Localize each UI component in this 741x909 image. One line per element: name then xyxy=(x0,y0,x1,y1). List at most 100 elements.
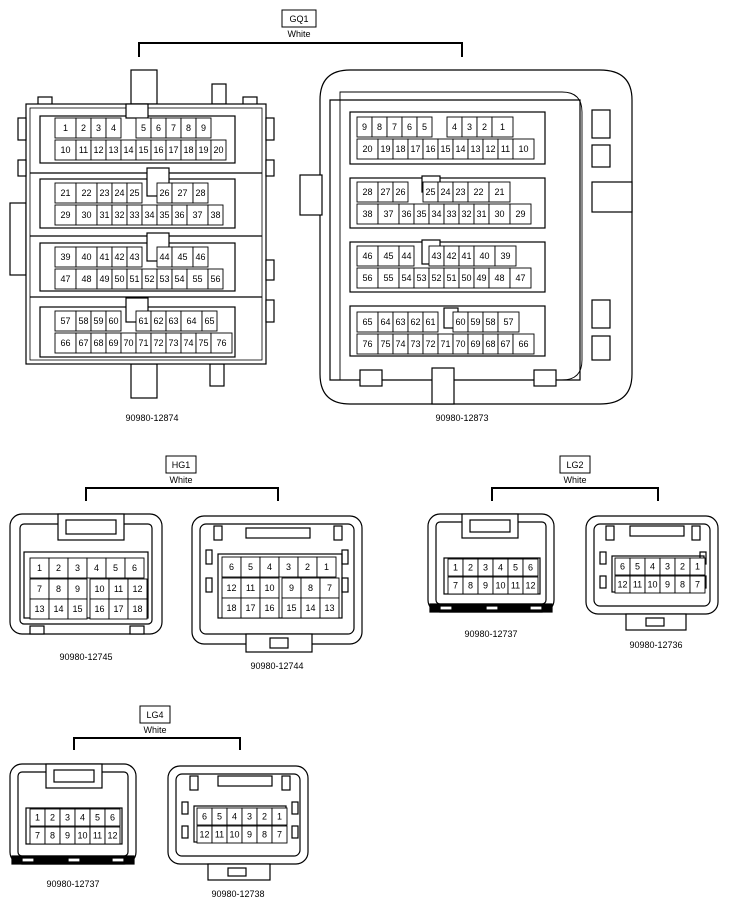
pin-number: 5 xyxy=(513,563,518,573)
pin-number: 70 xyxy=(455,339,465,349)
pin-number: 11 xyxy=(93,831,102,841)
pin-number: 8 xyxy=(50,831,55,841)
pin-number: 18 xyxy=(226,603,236,613)
pin-number: 5 xyxy=(248,562,253,572)
pin-number: 52 xyxy=(431,273,441,283)
part-number-label: 90980-12874 xyxy=(125,413,178,423)
pin-number: 39 xyxy=(500,251,510,261)
pin-number: 13 xyxy=(470,144,480,154)
pin-number: 12 xyxy=(93,145,103,155)
pin-cell xyxy=(522,576,539,595)
pin-number: 6 xyxy=(156,123,161,133)
pin-number: 53 xyxy=(159,274,169,284)
pin-number: 14 xyxy=(123,145,133,155)
pin-number: 2 xyxy=(262,812,267,822)
pin-number: 10 xyxy=(60,145,70,155)
pin-number: 29 xyxy=(60,210,70,220)
pin-number: 6 xyxy=(110,813,115,823)
pin-number: 18 xyxy=(183,145,193,155)
pin-cell xyxy=(522,558,539,577)
pin-number: 3 xyxy=(665,562,670,572)
pin-cell xyxy=(509,203,532,225)
group-bracket xyxy=(491,487,659,501)
pin-cell xyxy=(319,597,340,619)
part-number-label: 90980-12873 xyxy=(435,413,488,423)
pin-number: 54 xyxy=(174,274,184,284)
pin-number: 2 xyxy=(56,563,61,573)
pin-cell xyxy=(416,116,433,138)
pin-number: 7 xyxy=(171,123,176,133)
pin-number: 15 xyxy=(286,603,296,613)
pin-number: 70 xyxy=(123,338,133,348)
pin-number: 67 xyxy=(500,339,510,349)
pin-number: 7 xyxy=(35,831,40,841)
pin-cell xyxy=(195,117,212,139)
pin-cell xyxy=(271,825,288,844)
group-bracket xyxy=(73,737,241,750)
pin-number: 2 xyxy=(305,562,310,572)
pin-cell xyxy=(67,598,88,620)
pin-number: 27 xyxy=(177,188,187,198)
pin-number: 1 xyxy=(500,122,505,132)
pin-number: 5 xyxy=(95,813,100,823)
pin-cell xyxy=(105,310,122,332)
pin-cell xyxy=(124,557,145,579)
pin-number: 2 xyxy=(468,563,473,573)
pin-number: 50 xyxy=(114,274,124,284)
pin-number: 55 xyxy=(383,273,393,283)
pin-number: 20 xyxy=(362,144,372,154)
pin-cell xyxy=(210,332,233,354)
pin-cell xyxy=(210,139,227,161)
pin-number: 17 xyxy=(113,604,123,614)
pin-number: 10 xyxy=(77,831,87,841)
pin-number: 8 xyxy=(680,580,685,590)
group-gq1: GQ1 White xyxy=(138,9,463,57)
pin-number: 71 xyxy=(440,339,450,349)
pin-number: 4 xyxy=(267,562,272,572)
pin-number: 4 xyxy=(111,123,116,133)
pin-number: 10 xyxy=(518,144,528,154)
pin-number: 8 xyxy=(468,581,473,591)
pin-number: 35 xyxy=(416,209,426,219)
pin-number: 9 xyxy=(75,584,80,594)
pin-number: 28 xyxy=(195,188,205,198)
group-lg4: LG4 White xyxy=(73,705,241,750)
pin-number: 64 xyxy=(186,316,196,326)
pin-number: 3 xyxy=(286,562,291,572)
pin-number: 5 xyxy=(422,122,427,132)
pin-number: 25 xyxy=(425,187,435,197)
pin-number: 74 xyxy=(183,338,193,348)
group-label-box xyxy=(281,9,317,28)
pin-cell xyxy=(488,181,511,203)
pin-cell xyxy=(126,246,143,268)
pin-number: 43 xyxy=(431,251,441,261)
group-hg1: HG1 White xyxy=(85,455,279,501)
pin-number: 14 xyxy=(53,604,63,614)
pin-number: 9 xyxy=(665,580,670,590)
pin-number: 3 xyxy=(467,122,472,132)
pin-number: 53 xyxy=(416,273,426,283)
pin-number: 62 xyxy=(153,316,163,326)
pin-number: 11 xyxy=(501,144,510,154)
pin-number: 5 xyxy=(113,563,118,573)
pin-number: 68 xyxy=(93,338,103,348)
pin-number: 36 xyxy=(174,210,184,220)
pin-number: 1 xyxy=(63,123,68,133)
pin-cell xyxy=(689,557,706,576)
pin-number: 33 xyxy=(129,210,139,220)
pin-number: 49 xyxy=(476,273,486,283)
pin-cell xyxy=(104,826,121,845)
pin-number: 4 xyxy=(80,813,85,823)
pin-number: 17 xyxy=(168,145,178,155)
group-label: LG2 xyxy=(566,460,583,470)
pin-number: 4 xyxy=(94,563,99,573)
pin-number: 2 xyxy=(50,813,55,823)
pin-number: 4 xyxy=(498,563,503,573)
pin-number: 57 xyxy=(60,316,70,326)
pin-number: 51 xyxy=(446,273,456,283)
pin-number: 8 xyxy=(262,830,267,840)
pin-number: 11 xyxy=(633,580,642,590)
pin-number: 1 xyxy=(37,563,42,573)
pin-number: 11 xyxy=(114,584,123,594)
